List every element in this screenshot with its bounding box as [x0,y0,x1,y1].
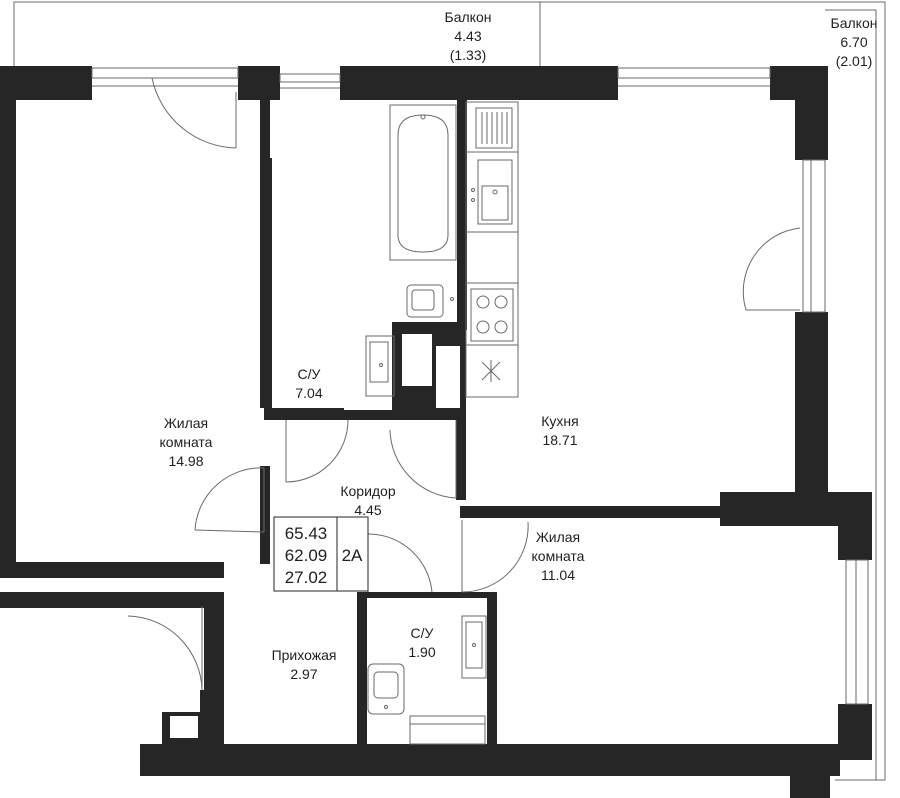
room-area: 1.90 [408,644,435,660]
apartment-type: 2А [342,546,363,565]
room-name: Жилая [536,529,580,545]
net-area: 62.09 [285,546,328,565]
room-label-balcony-1: Балкон 4.43 (1.33) [445,9,492,63]
toilet-icon [406,284,454,318]
room-area: 6.70 [840,34,867,50]
room-name: Коридор [340,483,396,499]
room-name-2: комната [160,434,213,450]
fridge-icon [481,360,501,382]
room-label-balcony-2: Балкон 6.70 (2.01) [831,15,878,69]
room-label-hallway: Прихожая 2.97 [272,647,337,682]
room-label-bathroom: С/У 7.04 [295,366,322,401]
room-area: 18.71 [542,432,577,448]
small-toilet-icon [367,663,486,745]
balcony-outlines [13,1,886,781]
openings [16,334,460,738]
total-area: 65.43 [285,524,328,543]
room-area: 4.45 [354,502,381,518]
room-label-bedroom-2: Жилая комната 11.04 [532,529,585,583]
room-label-kitchen: Кухня 18.71 [541,413,578,448]
room-name-2: комната [532,548,585,564]
living-area: 27.02 [285,568,328,587]
sink-icon [365,335,395,397]
room-area-extra: (1.33) [450,47,487,63]
stove-icon [470,288,514,342]
room-name: Балкон [831,15,878,31]
room-label-wc: С/У 1.90 [408,625,435,660]
small-sink-icon [461,615,487,679]
room-area: 4.43 [454,28,481,44]
room-label-bedroom-1: Жилая комната 14.98 [160,415,213,469]
kitchen-sink-icon [471,159,513,225]
area-summary: 65.43 62.09 27.02 2А [273,516,369,592]
dishwasher-icon [475,107,513,149]
room-name: Прихожая [272,647,337,663]
doors [127,77,801,691]
room-area: 7.04 [295,385,322,401]
room-name: Кухня [541,413,578,429]
windows [91,67,869,705]
bathtub-icon [389,104,457,261]
room-name: С/У [411,625,434,641]
room-area: 11.04 [541,567,575,583]
kitchen-counter [465,101,519,398]
walls [0,66,872,798]
room-area: 2.97 [290,666,317,682]
room-area: 14.98 [168,453,203,469]
room-label-corridor: Коридор 4.45 [340,483,396,518]
room-name: Балкон [445,9,492,25]
room-area-extra: (2.01) [836,53,873,69]
room-name: Жилая [164,415,208,431]
room-name: С/У [298,366,321,382]
